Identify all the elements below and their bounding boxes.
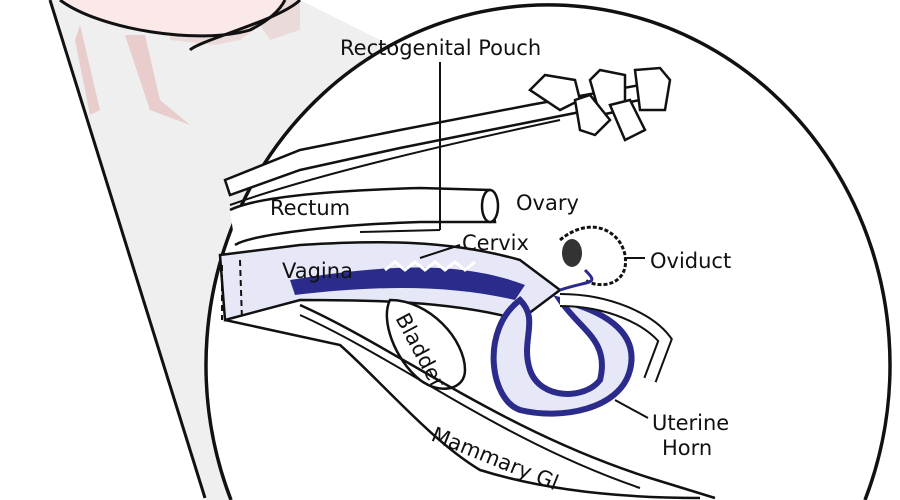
label-rectum: Rectum <box>270 196 350 220</box>
mammary-line-1 <box>299 303 716 500</box>
label-uterine: Uterine <box>652 411 729 435</box>
cone-left-edge <box>48 0 207 499</box>
ovary-shape <box>562 239 582 267</box>
label-vagina: Vagina <box>282 259 353 283</box>
pelvis-line <box>229 119 561 206</box>
bladder-shape <box>385 298 467 390</box>
rectum-opening <box>480 188 500 224</box>
cervix-folds <box>384 260 476 272</box>
abdominal-wall <box>224 318 701 500</box>
magnifier-circle-outline <box>204 3 892 500</box>
label-horn: Horn <box>662 436 712 460</box>
vulva-dashes <box>221 259 243 321</box>
uterine-horn-inner <box>559 295 671 382</box>
oviduct-connection <box>559 268 594 292</box>
vagina-lumen <box>290 267 525 300</box>
mammary-line-2 <box>299 314 641 489</box>
label-rectogenital-pouch: Rectogenital Pouch <box>340 36 541 60</box>
label-cervix: Cervix <box>462 231 529 255</box>
label-oviduct: Oviduct <box>650 249 731 273</box>
oviduct-shape <box>559 225 627 287</box>
cone-right-edge <box>188 0 302 52</box>
spine <box>223 66 672 197</box>
leader-lines <box>359 62 649 419</box>
magnifier-circle <box>206 4 890 500</box>
label-ovary: Ovary <box>516 191 579 215</box>
